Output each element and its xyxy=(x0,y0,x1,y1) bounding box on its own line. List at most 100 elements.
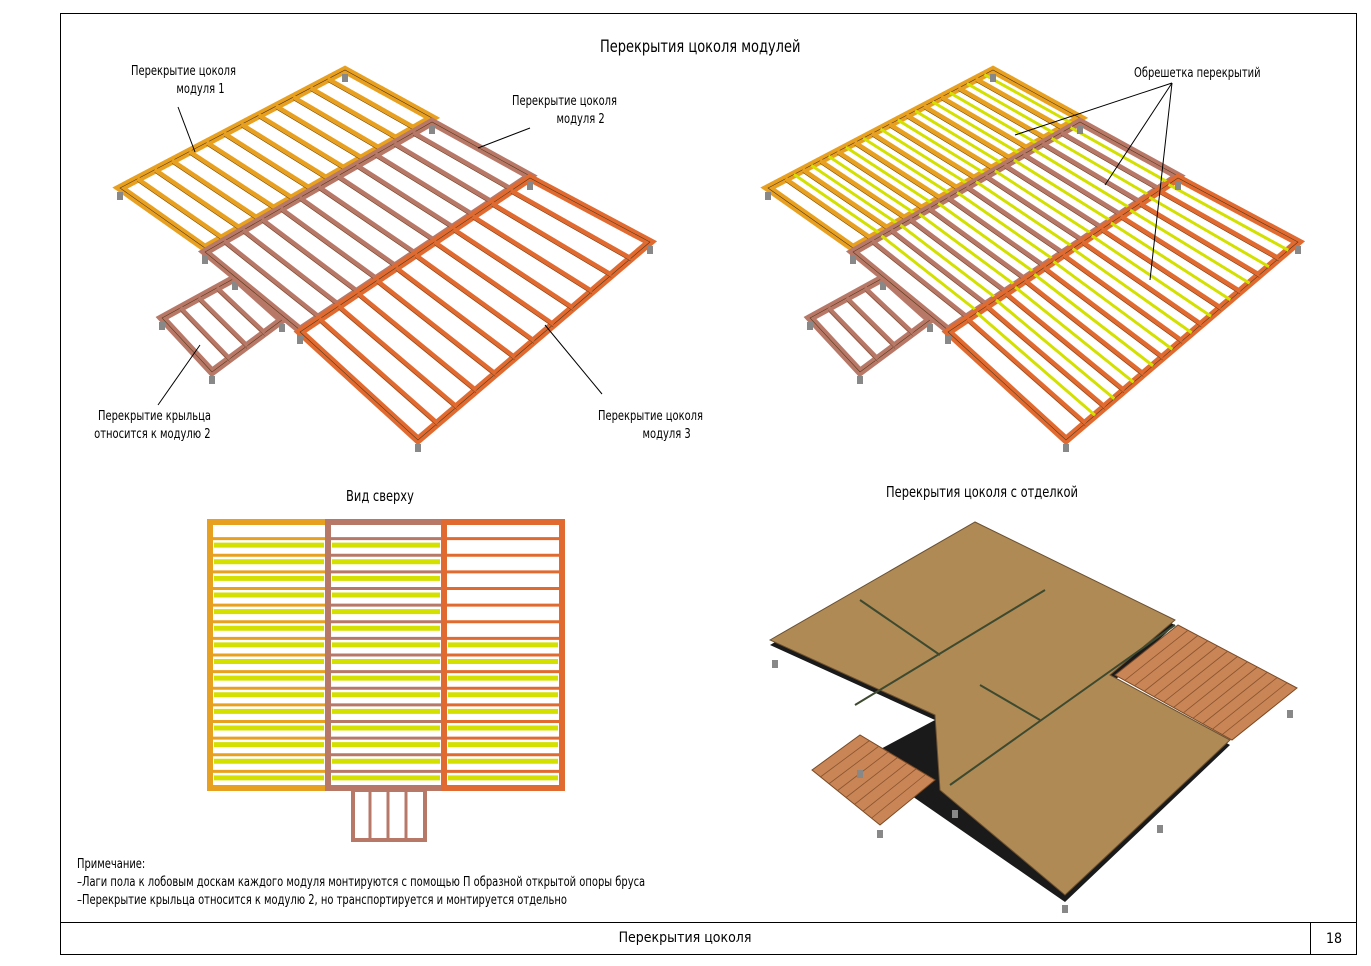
module2-frame-joist-edge xyxy=(1004,167,1102,231)
module2-frame-joist-edge xyxy=(890,232,987,308)
porch-frame-joist xyxy=(196,296,249,348)
module3-frame-joist xyxy=(1080,240,1203,327)
top-view-batten xyxy=(214,675,324,681)
deck-board xyxy=(1192,666,1258,719)
module1-frame-joist xyxy=(783,176,872,241)
module3-frame-joist-edge xyxy=(1101,231,1221,311)
module-seam xyxy=(854,589,1046,706)
module3-frame-support-post xyxy=(945,336,951,344)
module2-frame-joist xyxy=(889,228,988,307)
top-view-batten xyxy=(332,625,440,631)
module1-frame-joist-edge xyxy=(292,99,380,151)
porch-frame-joist-edge xyxy=(828,310,878,362)
module3-frame-joist-edge xyxy=(491,205,612,278)
support-post xyxy=(1157,825,1163,833)
module3-frame-batten xyxy=(1167,183,1290,252)
top-view-batten xyxy=(332,742,440,748)
module3-frame-joist-edge xyxy=(1005,295,1125,394)
module2-frame-joist-edge xyxy=(1060,135,1159,192)
module3-frame-support-post xyxy=(647,246,653,254)
deck-board xyxy=(871,774,926,819)
module2-frame-joist xyxy=(965,184,1065,256)
module3-frame-joist xyxy=(1157,188,1280,261)
porch-frame-support-post xyxy=(279,324,285,332)
module1-frame-support-post xyxy=(342,74,348,82)
top-view-batten xyxy=(332,592,440,598)
leader-line xyxy=(177,106,196,153)
module3-frame-support-post xyxy=(1063,444,1069,452)
finished-view-title: Перекрытия цоколя с отделкой xyxy=(886,483,1078,501)
module1-frame-joist xyxy=(187,149,277,211)
module3-frame-joist-edge xyxy=(1062,257,1183,344)
top-view-batten xyxy=(332,659,440,664)
deck-board xyxy=(1212,677,1278,730)
module3-frame-joist xyxy=(336,304,459,409)
module3-frame-joist-edge xyxy=(453,231,573,311)
module1-frame-joist xyxy=(239,122,329,181)
porch-frame-support-post xyxy=(880,282,886,290)
module3-frame-joist xyxy=(965,317,1087,426)
module1-frame-batten xyxy=(827,154,915,215)
module2-frame-support-post xyxy=(1077,126,1083,134)
module1-frame-joist xyxy=(326,76,416,131)
module1-frame-joist xyxy=(309,85,399,141)
module1-frame-support-post xyxy=(117,192,123,200)
module3-frame-joist xyxy=(375,278,497,376)
top-view-batten xyxy=(332,542,440,548)
top-view-batten xyxy=(332,642,440,648)
module1-frame-joist-edge xyxy=(171,163,258,221)
module2-frame-joist-edge xyxy=(1042,145,1140,205)
porch-frame-joist-edge xyxy=(198,300,248,349)
module2-frame-joist xyxy=(908,217,1008,294)
deck-board xyxy=(1134,635,1199,687)
porch-frame-joist-edge xyxy=(864,290,913,336)
support-post xyxy=(772,660,778,668)
porch-frame-joist xyxy=(863,286,915,335)
porch-frame-support-post xyxy=(857,376,863,384)
module3-frame-support-post xyxy=(1295,246,1301,254)
module2-frame-joist xyxy=(927,206,1027,281)
module3-frame-joist-edge xyxy=(319,321,438,427)
module1-frame-joist-edge xyxy=(206,144,293,201)
module2-frame-joist xyxy=(946,195,1046,268)
note-line: –Лаги пола к лобовым доскам каждого моду… xyxy=(77,875,646,890)
module2-frame-joist xyxy=(392,141,493,204)
module2-frame-joist-edge xyxy=(375,156,473,218)
module3-frame-joist xyxy=(1061,252,1184,344)
notes: Примечание: –Лаги пола к лобовым доскам … xyxy=(77,856,645,910)
module3-frame-joist xyxy=(394,265,517,360)
top-view-batten xyxy=(214,542,324,548)
osb-floor xyxy=(768,521,1231,896)
module2-frame-batten xyxy=(1031,147,1131,210)
top-view-batten xyxy=(214,708,324,714)
deck-board xyxy=(1202,671,1268,725)
module2-frame-batten xyxy=(1050,136,1151,197)
module1-frame-joist-edge xyxy=(958,90,1046,141)
top-view-batten xyxy=(332,708,440,714)
page-number: 18 xyxy=(1310,923,1357,955)
top-view-batten xyxy=(214,742,324,748)
module2-frame-batten xyxy=(899,223,997,300)
support-post xyxy=(1062,905,1068,913)
module1-frame-joist xyxy=(153,167,242,231)
top-view-batten xyxy=(214,659,324,664)
module1-frame-joist xyxy=(870,131,960,191)
deck-board xyxy=(1163,650,1228,703)
module3-frame-joist xyxy=(1099,227,1223,311)
support-post xyxy=(877,830,883,838)
module3-frame-joist-edge xyxy=(510,193,631,262)
module1-frame-support-post xyxy=(765,192,771,200)
module2-frame-joist xyxy=(279,206,379,281)
module3-frame-joist-edge xyxy=(434,244,554,328)
module2-frame-joist-edge xyxy=(394,145,492,205)
module1-frame-joist xyxy=(818,158,907,221)
module3-frame-batten xyxy=(975,311,1096,417)
module2-frame-joist-edge xyxy=(966,189,1064,256)
module3-frame-joist-edge xyxy=(395,270,515,361)
support-post xyxy=(952,810,958,818)
module3-frame-joist-edge xyxy=(338,308,457,410)
module3-frame-support-post xyxy=(1175,182,1181,190)
module1-frame-joist-edge xyxy=(854,144,941,201)
deck-board xyxy=(862,768,917,812)
module1-frame-joist-edge xyxy=(275,108,363,161)
